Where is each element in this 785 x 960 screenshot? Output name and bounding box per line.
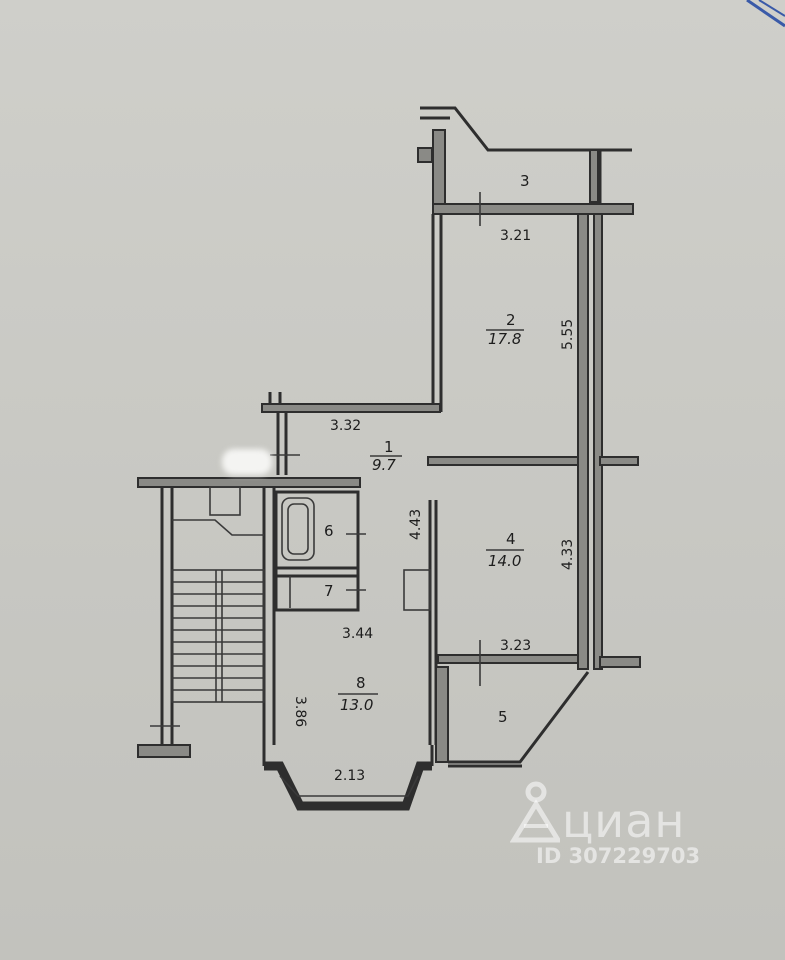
- dim-hall-width: 3.32: [330, 418, 361, 434]
- dim-room2-width: 3.21: [500, 228, 531, 244]
- dim-kitchen-width: 3.44: [342, 626, 373, 642]
- dim-hall-length: 4.43: [408, 509, 424, 540]
- room-4-number: 4: [506, 530, 516, 548]
- cabinet-icon: [403, 569, 431, 611]
- room-6-number: 6: [324, 522, 334, 540]
- room-8-number: 8: [356, 674, 366, 692]
- dim-room4-width: 3.23: [500, 638, 531, 654]
- redaction-blur: [222, 449, 272, 475]
- dim-room4-length: 4.33: [560, 539, 576, 570]
- hall-walls: [261, 392, 441, 475]
- room-8-area: 13.0: [340, 696, 373, 714]
- room-4-walls: [403, 500, 641, 745]
- balcony-bottom: [435, 666, 590, 768]
- room-4-area: 14.0: [488, 552, 521, 570]
- room-divider: [427, 456, 639, 466]
- room-2-area: 17.8: [488, 330, 521, 348]
- stairwell: [137, 477, 361, 758]
- stair-treads: [172, 570, 264, 702]
- watermark-listing-id: ID 307229703: [536, 844, 701, 868]
- room-1-area: 9.7: [372, 456, 396, 474]
- bathtub-icon: [281, 497, 315, 561]
- room-2-number: 2: [506, 311, 516, 329]
- watermark: циан ID 307229703: [500, 780, 730, 880]
- room-2-walls: [431, 192, 634, 670]
- watermark-brand: циан: [562, 794, 686, 848]
- dim-kitchen-length: 3.86: [292, 696, 308, 727]
- dim-bay-width: 2.13: [334, 768, 365, 784]
- room-1-number: 1: [384, 438, 394, 456]
- room-7-number: 7: [324, 582, 334, 600]
- balcony-top: [417, 106, 632, 206]
- dim-room2-length: 5.55: [560, 319, 576, 350]
- cian-logo-icon: [510, 781, 560, 843]
- corner-stamp-icon: [746, 0, 785, 28]
- room-3-number: 3: [520, 172, 530, 190]
- room-5-number: 5: [498, 708, 508, 726]
- bathroom-block: [274, 490, 366, 612]
- kitchen-bay: [262, 745, 434, 811]
